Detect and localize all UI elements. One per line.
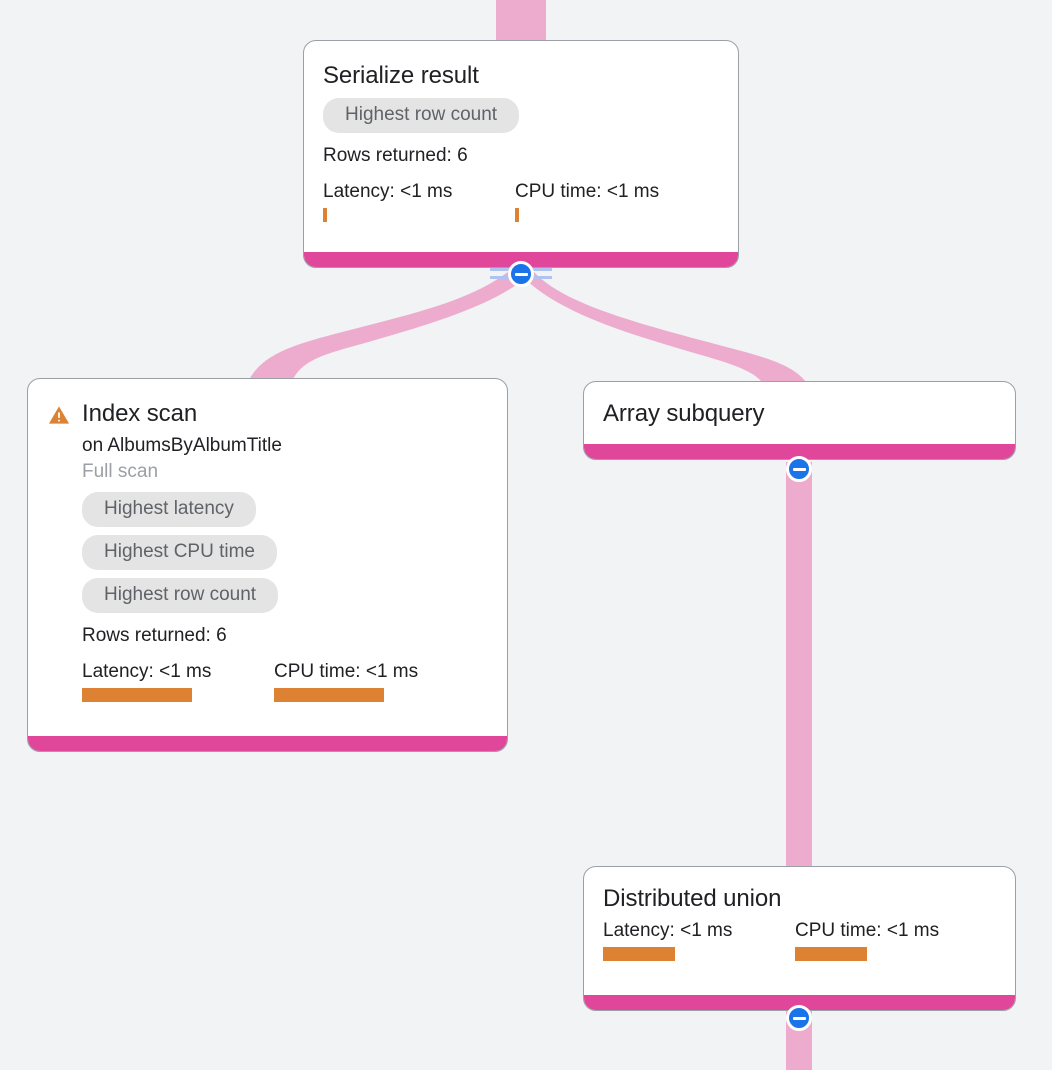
metric-latency-bar [323, 208, 327, 222]
node-body: Distributed union Latency: <1 ms CPU tim… [584, 867, 1015, 995]
node-array-subquery[interactable]: Array subquery [583, 381, 1016, 460]
badge-highest-row-count: Highest row count [82, 578, 279, 613]
toggle-distributed-union[interactable] [786, 1005, 812, 1031]
metric-cpu-time: CPU time: <1 ms [515, 180, 659, 222]
metric-latency-bar [82, 688, 192, 702]
node-index-scan[interactable]: Index scan on AlbumsByAlbumTitle Full sc… [27, 378, 508, 752]
metric-cpu-time-label: CPU time: <1 ms [274, 661, 419, 682]
node-accent-bar [584, 995, 1015, 1010]
metric-cpu-time-label: CPU time: <1 ms [795, 920, 940, 941]
node-accent-bar [28, 736, 507, 751]
badge-list: Highest latency Highest CPU time Highest… [82, 484, 418, 613]
edge-array-subquery-to-distributed-union [786, 462, 812, 870]
metric-cpu-time-label: CPU time: <1 ms [515, 181, 660, 202]
node-title-row: Index scan on AlbumsByAlbumTitle Full sc… [48, 399, 488, 702]
node-accent-bar [304, 252, 738, 267]
toggle-array-subquery[interactable] [786, 456, 812, 482]
node-body: Array subquery [584, 382, 1015, 444]
metric-latency-bar [603, 947, 675, 961]
node-accent-bar [584, 444, 1015, 459]
metric-cpu-time-bar [274, 688, 384, 702]
edge-serialize-to-index-scan [248, 272, 528, 382]
node-body: Index scan on AlbumsByAlbumTitle Full sc… [28, 379, 507, 736]
metric-latency-label: Latency: <1 ms [603, 920, 733, 941]
node-title: Serialize result [323, 62, 479, 89]
badge-highest-row-count: Highest row count [323, 98, 520, 133]
node-title: Index scan [82, 400, 198, 427]
metrics-row: Latency: <1 ms CPU time: <1 ms [323, 180, 719, 222]
node-title: Distributed union [603, 885, 782, 912]
badge-highest-cpu-time: Highest CPU time [82, 535, 277, 570]
edge-serialize-to-array-subquery [522, 272, 806, 382]
badge-list: Highest row count [323, 90, 719, 133]
node-title-row: Serialize result [323, 61, 719, 90]
node-subtitle-muted: Full scan [82, 461, 159, 482]
metric-latency-label: Latency: <1 ms [323, 181, 453, 202]
node-serialize-result[interactable]: Serialize result Highest row count Rows … [303, 40, 739, 268]
metric-cpu-time-bar [795, 947, 867, 961]
metric-latency: Latency: <1 ms [603, 919, 795, 961]
rows-returned: Rows returned: 6 [82, 625, 227, 646]
metric-latency: Latency: <1 ms [323, 180, 515, 222]
node-subtitle: on AlbumsByAlbumTitle [82, 435, 282, 456]
node-distributed-union[interactable]: Distributed union Latency: <1 ms CPU tim… [583, 866, 1016, 1011]
metrics-row: Latency: <1 ms CPU time: <1 ms [82, 660, 418, 702]
metric-latency: Latency: <1 ms [82, 660, 274, 702]
metric-latency-label: Latency: <1 ms [82, 661, 212, 682]
metric-cpu-time: CPU time: <1 ms [274, 660, 418, 702]
rows-returned: Rows returned: 6 [323, 145, 468, 166]
badge-highest-latency: Highest latency [82, 492, 256, 527]
node-body: Serialize result Highest row count Rows … [304, 41, 738, 252]
node-title: Array subquery [603, 400, 765, 427]
metric-cpu-time: CPU time: <1 ms [795, 919, 939, 961]
metrics-row: Latency: <1 ms CPU time: <1 ms [603, 919, 996, 961]
warning-triangle-icon [48, 406, 70, 424]
edge-into-serialize-result [496, 0, 546, 42]
toggle-serialize-result[interactable] [508, 261, 534, 287]
metric-cpu-time-bar [515, 208, 519, 222]
node-title-block: Index scan on AlbumsByAlbumTitle Full sc… [82, 399, 418, 702]
